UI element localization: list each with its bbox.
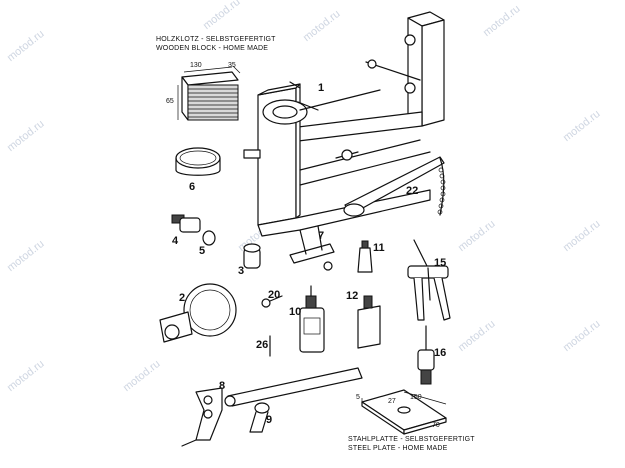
screw-drawing: [261, 295, 283, 308]
part-number-15: 15: [434, 257, 447, 269]
drift-sleeve-drawing: [243, 243, 261, 269]
part-number-26: 26: [256, 339, 269, 351]
lubricant-bottle-drawing: [299, 285, 325, 353]
support-bar-drawing: [181, 367, 363, 447]
block-width-dimension: 130: [190, 62, 202, 69]
part-number-6: 6: [189, 181, 196, 193]
part-number-12: 12: [346, 290, 359, 302]
cone-tool-drawing: [357, 240, 373, 273]
plate-hole-dimension: 27: [388, 398, 396, 405]
clamp-ring-drawing: [175, 147, 221, 176]
plate-thickness-dimension: 5: [356, 394, 360, 401]
plate-width-dimension: 70: [432, 422, 440, 429]
steel-plate-drawing: [361, 389, 447, 435]
part-number-20: 20: [268, 289, 281, 301]
part-number-5: 5: [199, 245, 206, 257]
block-height-dimension: 65: [166, 98, 174, 105]
adhesive-tube-drawing: [357, 295, 381, 349]
part-number-8: 8: [219, 380, 226, 392]
wooden-block-caption-de: HOLZKLOTZ - SELBSTGEFERTIGT: [156, 36, 276, 43]
part-number-16: 16: [434, 347, 447, 359]
engine-stand-drawing: [243, 11, 445, 237]
part-number-10: 10: [289, 306, 302, 318]
slide-hammer-drawing: [417, 325, 435, 385]
part-number-11: 11: [373, 242, 385, 254]
bracket-drawing: [289, 225, 335, 271]
part-number-7: 7: [318, 230, 325, 242]
part-number-9: 9: [266, 414, 273, 426]
block-depth-dimension: 35: [228, 62, 236, 69]
part-number-2: 2: [179, 292, 186, 304]
part-number-22: 22: [406, 185, 419, 197]
sleeve-set-drawing: [171, 214, 216, 246]
steel-plate-caption-en: STEEL PLATE - HOME MADE: [348, 445, 448, 452]
steel-plate-caption-de: STAHLPLATTE - SELBSTGEFERTIGT: [348, 436, 475, 443]
part-number-1: 1: [318, 82, 325, 94]
part-number-4: 4: [172, 235, 179, 247]
holding-wrench-drawing: [159, 283, 237, 343]
chain-wrench-drawing: [343, 156, 446, 217]
plate-length-dimension: 150: [410, 394, 422, 401]
hook-drawing: [249, 402, 270, 433]
wooden-block-caption-en: WOODEN BLOCK - HOME MADE: [156, 45, 269, 52]
puller-drawing: [407, 239, 451, 321]
part-number-3: 3: [238, 265, 245, 277]
wooden-block-drawing: [177, 65, 241, 121]
